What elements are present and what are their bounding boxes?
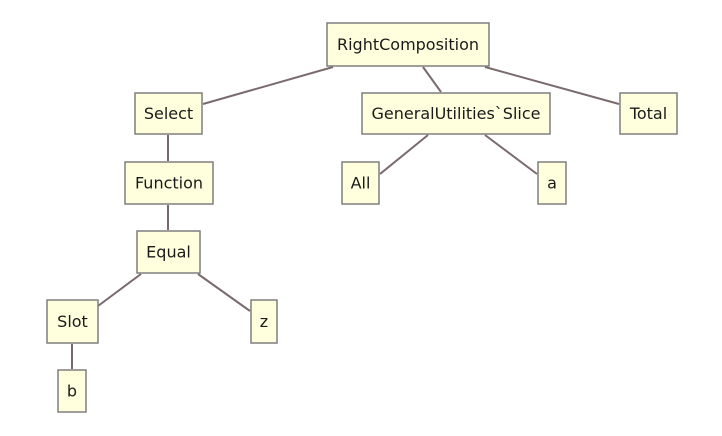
- tree-edges: [71, 66, 620, 369]
- node-box: [361, 92, 551, 135]
- node-label: GeneralUtilities`Slice: [372, 104, 541, 123]
- node-label: Slot: [57, 312, 88, 331]
- node-label: Function: [135, 174, 203, 193]
- node-label: All: [351, 174, 371, 193]
- tree-node-rightcomposition: RightComposition: [326, 22, 490, 67]
- node-label: a: [547, 174, 557, 193]
- tree-node-function: Function: [124, 161, 214, 205]
- node-label: RightComposition: [337, 35, 479, 54]
- node-box: [341, 161, 380, 205]
- tree-node-equal: Equal: [136, 230, 201, 274]
- tree-node-slot: Slot: [46, 299, 99, 344]
- tree-node-select: Select: [134, 92, 203, 135]
- edge-rightcomposition-to-select: [202, 66, 334, 105]
- node-box: [326, 22, 490, 67]
- edge-rightcomposition-to-total: [484, 66, 620, 105]
- edge-equal-to-slot: [97, 273, 142, 307]
- node-box: [57, 369, 87, 413]
- node-box: [134, 92, 203, 135]
- node-box: [250, 299, 278, 344]
- edge-equal-to-z: [197, 273, 251, 312]
- tree-node-a: a: [537, 161, 567, 205]
- tree-node-z: z: [250, 299, 278, 344]
- edge-slice-to-a: [484, 134, 538, 175]
- node-box: [619, 92, 678, 135]
- tree-node-all: All: [341, 161, 380, 205]
- node-box: [136, 230, 201, 274]
- tree-node-total: Total: [619, 92, 678, 135]
- node-box: [537, 161, 567, 205]
- node-label: z: [260, 312, 268, 331]
- tree-node-slice: GeneralUtilities`Slice: [361, 92, 551, 135]
- tree-node-b: b: [57, 369, 87, 413]
- node-box: [124, 161, 214, 205]
- node-label: b: [67, 382, 77, 401]
- node-box: [46, 299, 99, 344]
- node-label: Select: [144, 104, 193, 123]
- node-label: Equal: [146, 243, 191, 262]
- edge-slice-to-all: [379, 134, 429, 175]
- edge-rightcomposition-to-slice: [422, 66, 442, 93]
- node-label: Total: [629, 104, 667, 123]
